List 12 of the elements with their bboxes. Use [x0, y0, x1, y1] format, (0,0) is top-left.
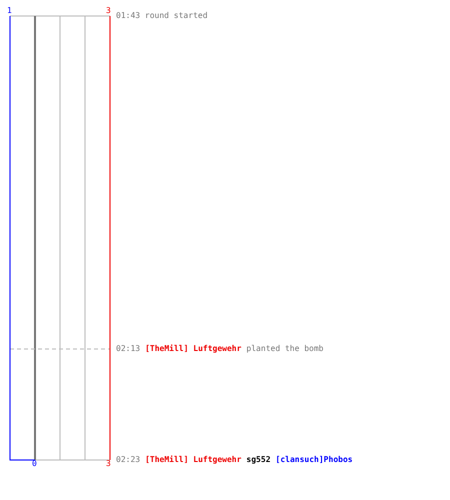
- event-text: planted the bomb: [246, 344, 324, 354]
- count-label: 3: [106, 6, 111, 16]
- weapon-name: sg552: [246, 455, 271, 465]
- player-name: [clansuch]Phobos: [276, 455, 353, 465]
- timestamp: 02:13: [116, 344, 140, 354]
- count-label: 0: [32, 459, 37, 469]
- player-name: [TheMill] Luftgewehr: [145, 344, 242, 354]
- count-label: 1: [7, 6, 12, 16]
- count-label: 3: [106, 459, 111, 469]
- event-text: 01:43 round started: [116, 11, 208, 21]
- player-name: [TheMill] Luftgewehr: [145, 455, 242, 465]
- timestamp: 02:23: [116, 455, 140, 465]
